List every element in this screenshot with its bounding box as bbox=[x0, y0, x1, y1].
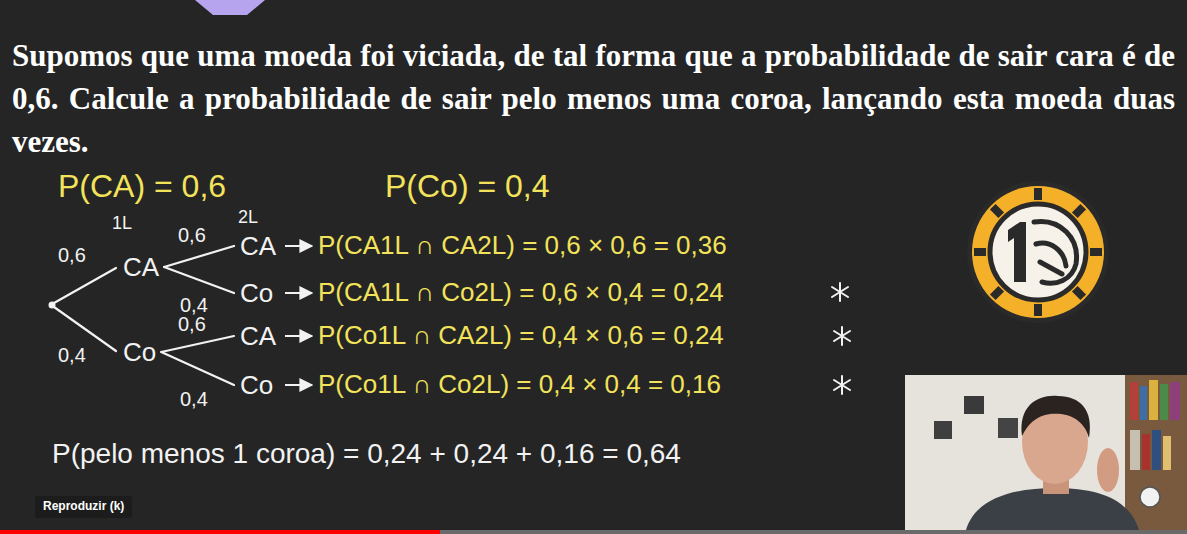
branch-probability: 0,4 bbox=[58, 344, 86, 367]
probability-note: P(Co) = 0,4 bbox=[385, 168, 550, 205]
outcome-probability: P(CA1L ∩ Co2L) = 0,6 × 0,4 = 0,24 bbox=[318, 278, 724, 308]
person-hand bbox=[1097, 448, 1119, 492]
branch-probability: 0,4 bbox=[180, 294, 208, 316]
result-arrow bbox=[285, 245, 312, 247]
node-text: Co bbox=[123, 339, 156, 365]
outcome-node: CA bbox=[237, 231, 279, 261]
coin-notch bbox=[1072, 286, 1086, 300]
star-mark bbox=[832, 283, 848, 301]
book bbox=[1160, 384, 1168, 420]
node-text: CA bbox=[240, 323, 276, 349]
outcome-probability: P(Co1L ∩ CA2L) = 0,4 × 0,6 = 0,24 bbox=[318, 321, 724, 351]
bookshelf bbox=[1125, 375, 1187, 534]
book bbox=[1130, 382, 1138, 420]
branch-probability: 0,6 bbox=[58, 244, 86, 267]
outcome-probability: P(Co1L ∩ Co2L) = 0,4 × 0,4 = 0,16 bbox=[318, 370, 721, 400]
result-arrow bbox=[285, 384, 312, 386]
channel-logo bbox=[1140, 487, 1160, 507]
book bbox=[1149, 380, 1158, 420]
tree-branch bbox=[164, 267, 234, 293]
coin-rim bbox=[972, 186, 1104, 318]
person-shirt bbox=[965, 488, 1140, 534]
person-hair bbox=[1022, 396, 1090, 438]
coin-icon bbox=[967, 181, 1109, 323]
coin-notch bbox=[1034, 304, 1042, 316]
outcome-node: Co bbox=[120, 337, 159, 367]
progress-played bbox=[0, 530, 440, 534]
wall-frame bbox=[998, 418, 1018, 438]
wall-frame bbox=[934, 421, 952, 439]
node-text: Co bbox=[240, 280, 273, 306]
book bbox=[1152, 430, 1161, 470]
root-branch bbox=[54, 268, 116, 303]
node-text: Co bbox=[240, 372, 273, 398]
outcome-probability: P(CA1L ∩ CA2L) = 0,6 × 0,6 = 0,36 bbox=[318, 231, 727, 261]
branch-probability: 0,6 bbox=[178, 224, 206, 246]
book bbox=[1163, 436, 1171, 470]
coin-notch bbox=[990, 286, 1004, 300]
webcam-background bbox=[905, 375, 1187, 534]
top-tab bbox=[195, 0, 265, 15]
coin-notch bbox=[990, 204, 1004, 218]
problem-statement: Supomos que uma moeda foi viciada, de ta… bbox=[12, 34, 1175, 163]
level-label: 2L bbox=[238, 207, 258, 228]
outcome-node: Co bbox=[237, 370, 276, 400]
coin-notch bbox=[974, 248, 986, 256]
book bbox=[1170, 382, 1180, 420]
node-text: CA bbox=[123, 254, 159, 280]
book bbox=[1130, 430, 1140, 470]
webcam-inset bbox=[905, 375, 1187, 534]
coin-notch bbox=[1034, 188, 1042, 200]
result-sum: P(pelo menos 1 coroa) = 0,24 + 0,24 + 0,… bbox=[52, 438, 681, 470]
branch-probability: 0,4 bbox=[180, 388, 208, 410]
tree-branch bbox=[161, 352, 234, 385]
star-mark bbox=[832, 283, 850, 394]
tree-branch bbox=[164, 246, 234, 267]
play-tooltip: Reproduzir (k) bbox=[35, 496, 132, 518]
wall-frame bbox=[964, 396, 984, 414]
coin-outline bbox=[967, 181, 1109, 323]
outcome-node: CA bbox=[120, 252, 162, 282]
coin-face bbox=[990, 204, 1086, 300]
star-mark bbox=[834, 327, 850, 345]
coin-digit-shape bbox=[1008, 222, 1026, 282]
coin-notch bbox=[1072, 204, 1086, 218]
star-mark bbox=[834, 376, 850, 394]
probability-note: P(CA) = 0,6 bbox=[58, 168, 226, 205]
node-text: CA bbox=[240, 233, 276, 259]
coin-notch bbox=[1090, 248, 1102, 256]
coin-notches bbox=[974, 188, 1102, 316]
coin-profile bbox=[1034, 221, 1077, 283]
book bbox=[1142, 434, 1150, 470]
tree-branch bbox=[161, 336, 234, 352]
progress-track bbox=[0, 530, 1187, 534]
result-arrow bbox=[285, 335, 312, 337]
result-arrow bbox=[285, 292, 312, 294]
outcome-node: Co bbox=[237, 278, 276, 308]
outcome-node: CA bbox=[237, 321, 279, 351]
level-label: 1L bbox=[112, 213, 132, 234]
book bbox=[1140, 386, 1147, 420]
branch-probability: 0,6 bbox=[178, 313, 206, 335]
